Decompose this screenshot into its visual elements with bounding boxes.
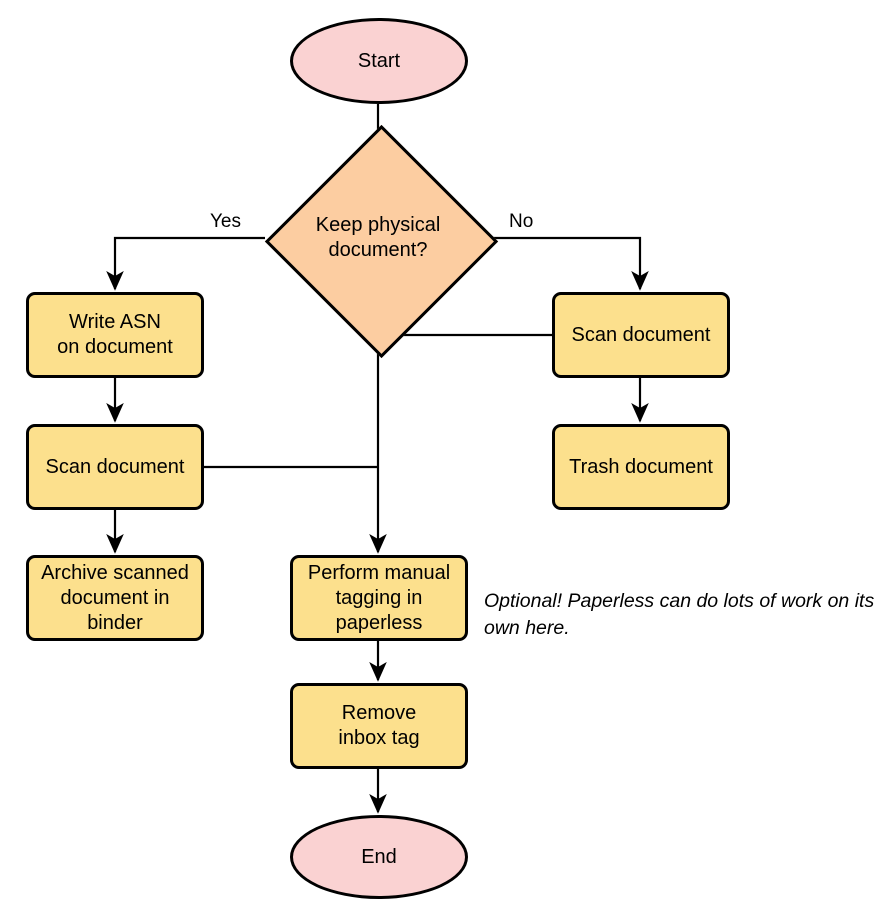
edge-label-no: No	[509, 211, 534, 232]
edge-decision-no-to-scan-right	[491, 236, 649, 291]
node-scan-document-left[interactable]: Scan document	[26, 424, 204, 510]
node-tagging-label: Perform manual tagging in paperless	[307, 561, 451, 634]
edge-label-yes: Yes	[210, 211, 241, 232]
optional-note: Optional! Paperless can do lots of work …	[484, 590, 875, 639]
node-end-label: End	[361, 845, 397, 868]
node-decision-label: Keep physical document?	[315, 214, 441, 261]
node-archive-label: Archive scanned document in binder	[41, 561, 189, 634]
node-end[interactable]: End	[290, 815, 468, 899]
node-trash-document-label: Trash document	[569, 455, 713, 478]
node-scan-document-left-label: Scan document	[45, 455, 185, 478]
node-scan-document-right[interactable]: Scan document	[552, 292, 730, 378]
node-scan-document-right-label: Scan document	[571, 323, 711, 346]
node-remove-inbox-tag-label: Remove inbox tag	[338, 702, 420, 749]
node-perform-manual-tagging[interactable]: Perform manual tagging in paperless	[290, 555, 468, 641]
node-write-asn[interactable]: Write ASN on document	[26, 292, 204, 378]
node-remove-inbox-tag[interactable]: Remove inbox tag	[290, 683, 468, 769]
node-write-asn-label: Write ASN on document	[57, 311, 173, 358]
node-archive-scanned-document[interactable]: Archive scanned document in binder	[26, 555, 204, 641]
node-start[interactable]: Start	[290, 18, 468, 104]
edge-decision-yes-to-write-asn	[106, 236, 265, 291]
node-trash-document[interactable]: Trash document	[552, 424, 730, 510]
node-keep-physical-document[interactable]: Keep physical document?	[264, 124, 498, 358]
node-start-label: Start	[357, 49, 401, 72]
